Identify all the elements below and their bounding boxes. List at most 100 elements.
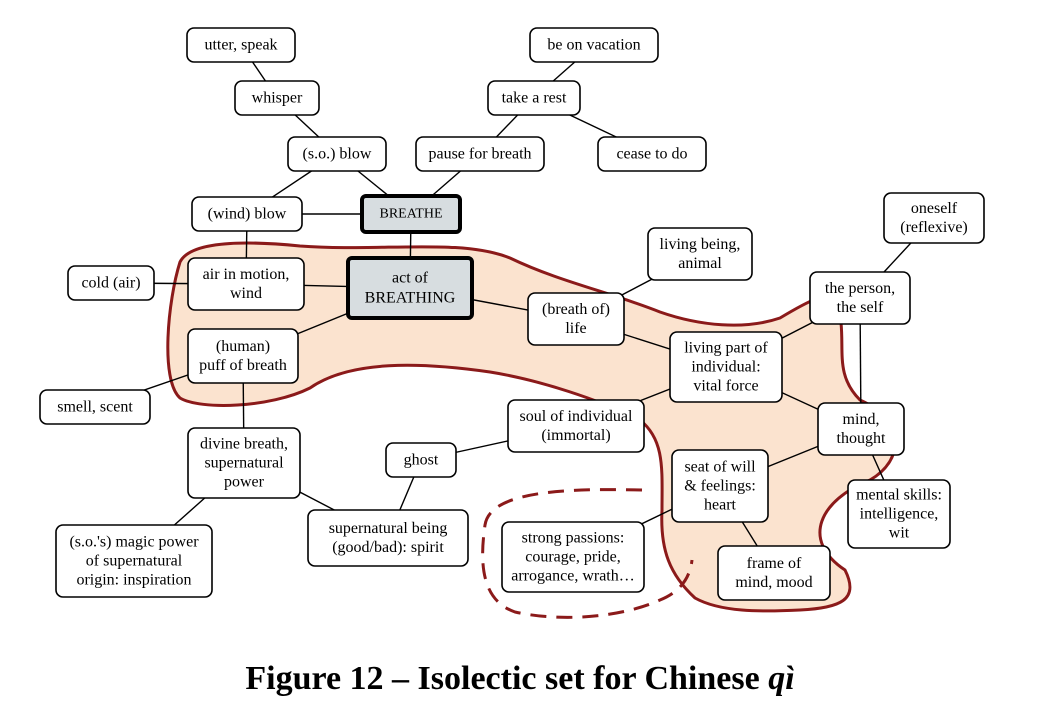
node-label-mental-skills: intelligence, (860, 506, 939, 523)
node-box-magic-power (55, 524, 213, 598)
node-label-mind-thought: mind, (843, 411, 880, 428)
node-label-mental-skills: wit (889, 525, 910, 542)
node-box-mind-thought (817, 402, 905, 456)
node-label-breath-of-life: (breath of) (542, 301, 610, 318)
node-so-blow: (s.o.) blow (287, 136, 387, 172)
node-box-act-of-breathing (346, 256, 474, 320)
node-label-air-in-motion: wind (230, 285, 262, 302)
node-box-living-being (647, 227, 753, 281)
node-label-whisper: whisper (252, 90, 303, 107)
node-box-so-blow (287, 136, 387, 172)
node-label-take-a-rest: take a rest (502, 90, 567, 107)
node-label-air-in-motion: air in motion, (203, 266, 290, 283)
node-label-the-person: the self (837, 299, 884, 316)
node-label-strong-passions: courage, pride, (525, 549, 621, 566)
node-label-frame-of-mind: mind, mood (735, 574, 812, 591)
node-soul: soul of individual (immortal) (507, 399, 645, 453)
node-label-smell-scent: smell, scent (57, 399, 133, 416)
node-box-soul (507, 399, 645, 453)
node-label-supernatural-being: (good/bad): spirit (332, 539, 444, 556)
node-label-divine-breath: power (224, 474, 265, 491)
node-label-act-of-breathing: act of (392, 270, 429, 287)
node-mind-thought: mind, thought (817, 402, 905, 456)
node-label-human-puff: (human) (216, 338, 270, 355)
node-box-seat-of-will (671, 449, 769, 523)
node-oneself: oneself (reflexive) (883, 192, 985, 244)
node-box-air-in-motion (187, 257, 305, 311)
node-label-wind-blow: (wind) blow (208, 206, 287, 223)
node-label-divine-breath: divine breath, (200, 436, 288, 453)
node-smell-scent: smell, scent (39, 389, 151, 425)
node-magic-power: (s.o.'s) magic power of supernatural origi… (55, 524, 213, 598)
node-cold-air: cold (air) (67, 265, 155, 301)
node-label-living-being: living being, (660, 236, 741, 253)
node-label-frame-of-mind: frame of (747, 555, 802, 572)
node-label-the-person: the person, (825, 280, 895, 297)
node-box-frame-of-mind (717, 545, 831, 601)
dashed-extension-region (481, 488, 694, 619)
node-whisper: whisper (234, 80, 320, 116)
node-mental-skills: mental skills: intelligence, wit (847, 479, 951, 549)
node-box-strong-passions (501, 521, 645, 593)
node-box-supernatural-being (307, 509, 469, 567)
node-label-magic-power: origin: inspiration (76, 572, 191, 589)
node-living-being: living being, animal (647, 227, 753, 281)
node-wind-blow: (wind) blow (191, 196, 303, 232)
node-label-seat-of-will: seat of will (684, 459, 756, 476)
node-strong-passions: strong passions:courage, pride,arrogance… (501, 521, 645, 593)
node-label-magic-power: of supernatural (86, 553, 183, 570)
node-label-pause-for-breath: pause for breath (428, 146, 531, 163)
node-label-seat-of-will: heart (704, 497, 737, 514)
node-human-puff: (human) puff of breath (187, 328, 299, 384)
node-label-supernatural-being: supernatural being (329, 520, 448, 537)
node-box-breathe (360, 194, 462, 234)
node-be-on-vacation: be on vacation (529, 27, 659, 63)
node-label-oneself: (reflexive) (900, 219, 968, 236)
node-box-human-puff (187, 328, 299, 384)
node-seat-of-will: seat of will & feelings: heart (671, 449, 769, 523)
node-label-breathe: BREATHE (380, 207, 443, 222)
node-label-strong-passions: arrogance, wrath… (511, 568, 635, 585)
node-box-breath-of-life (527, 292, 625, 346)
node-label-cease-to-do: cease to do (616, 146, 687, 163)
node-label-cold-air: cold (air) (81, 275, 140, 292)
caption-term: qì (768, 660, 795, 697)
node-label-be-on-vacation: be on vacation (547, 37, 640, 54)
node-label-soul: (immortal) (541, 427, 610, 444)
node-box-divine-breath (187, 427, 301, 499)
node-label-magic-power: (s.o.'s) magic power (69, 534, 199, 551)
node-box-mental-skills (847, 479, 951, 549)
node-breath-of-life: (breath of) life (527, 292, 625, 346)
node-box-whisper (234, 80, 320, 116)
node-box-wind-blow (191, 196, 303, 232)
node-breathe: BREATHE (360, 194, 462, 234)
node-pause-for-breath: pause for breath (415, 136, 545, 172)
node-box-oneself (883, 192, 985, 244)
node-label-ghost: ghost (404, 452, 439, 469)
node-label-breath-of-life: life (565, 320, 586, 337)
node-ghost: ghost (385, 442, 457, 478)
node-box-take-a-rest (487, 80, 581, 116)
caption-prefix: Figure 12 – Isolectic set for Chinese (245, 660, 769, 697)
node-label-human-puff: puff of breath (199, 357, 287, 374)
node-label-mental-skills: mental skills: (856, 487, 942, 504)
node-box-cold-air (67, 265, 155, 301)
node-label-soul: soul of individual (520, 408, 633, 425)
node-box-cease-to-do (597, 136, 707, 172)
node-label-seat-of-will: & feelings: (684, 478, 756, 495)
node-frame-of-mind: frame of mind, mood (717, 545, 831, 601)
node-box-ghost (385, 442, 457, 478)
node-label-mind-thought: thought (837, 430, 886, 447)
node-label-oneself: oneself (911, 200, 958, 217)
node-label-so-blow: (s.o.) blow (303, 146, 372, 163)
node-label-living-being: animal (678, 255, 722, 272)
node-box-utter-speak (186, 27, 296, 63)
node-label-living-part: vital force (693, 378, 758, 395)
node-box-pause-for-breath (415, 136, 545, 172)
figure-caption: Figure 12 – Isolectic set for Chinese qì (0, 660, 1040, 698)
